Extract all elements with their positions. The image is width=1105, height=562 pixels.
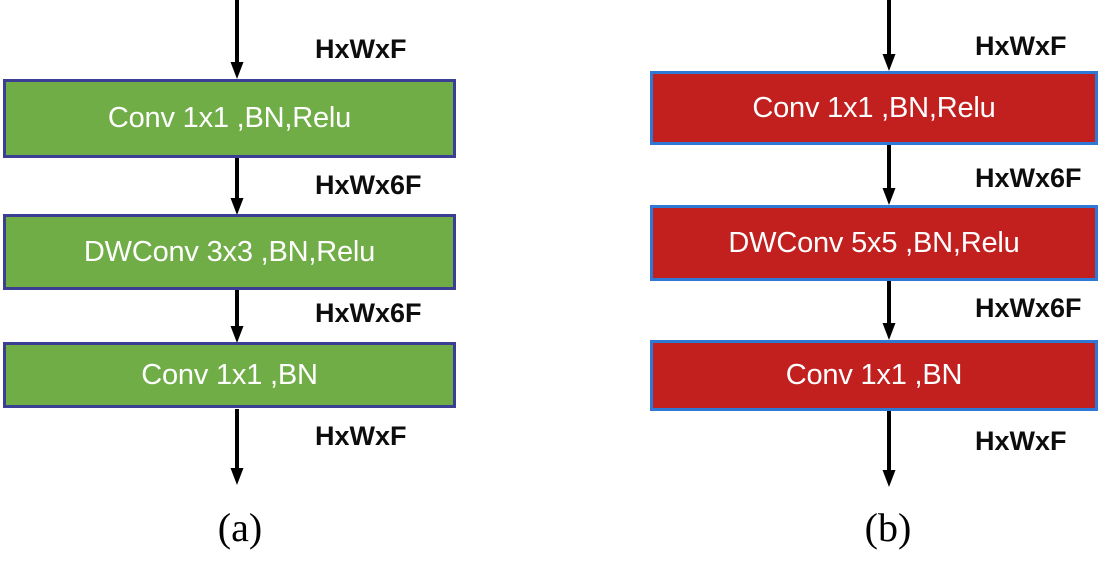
panel-b-arrow-in xyxy=(880,0,898,72)
panel-a-arrow-in xyxy=(228,0,246,80)
panel-b-arrow-1 xyxy=(880,145,898,206)
panel-a-caption: (a) xyxy=(217,505,263,550)
panel-b-block-conv1x1-bn-relu[interactable]: Conv 1x1 ,BN,Relu xyxy=(650,71,1098,145)
panel-a-block-dwconv3x3-bn-relu[interactable]: DWConv 3x3 ,BN,Relu xyxy=(3,214,456,290)
panel-a-block-0-label: Conv 1x1 ,BN,Relu xyxy=(107,102,352,134)
panel-a-block-2-label: Conv 1x1 ,BN xyxy=(141,358,318,391)
panel-a-edge-label-3: HxWxF xyxy=(315,421,407,451)
panel-b-block-conv1x1-bn[interactable]: Conv 1x1 ,BN xyxy=(650,340,1098,411)
panel-a-arrow-out xyxy=(228,409,246,486)
panel-b-edge-label-0: HxWxF xyxy=(975,31,1067,61)
panel-a-edge-label-1: HxWx6F xyxy=(315,170,422,200)
panel-a-block-conv1x1-bn-relu[interactable]: Conv 1x1 ,BN,Relu xyxy=(3,79,456,158)
panel-b-block-1-label: DWConv 5x5 ,BN,Relu xyxy=(728,226,1020,259)
panel-b-block-2-label: Conv 1x1 ,BN xyxy=(785,359,963,391)
panel-a-arrow-2 xyxy=(228,290,246,344)
panel-a-edge-label-0: HxWxF xyxy=(315,34,407,64)
panel-b-caption: (b) xyxy=(864,505,912,550)
panel-b-arrow-out xyxy=(880,411,898,488)
panel-b-block-0-label: Conv 1x1 ,BN,Relu xyxy=(752,91,996,124)
panel-a-block-conv1x1-bn[interactable]: Conv 1x1 ,BN xyxy=(3,342,456,408)
panel-a-block-1-label: DWConv 3x3 ,BN,Relu xyxy=(83,235,376,268)
panel-b-edge-label-3: HxWxF xyxy=(975,426,1067,456)
panel-b-edge-label-2: HxWx6F xyxy=(975,293,1082,323)
panel-a-edge-label-2: HxWx6F xyxy=(315,298,422,328)
panel-b-arrow-2 xyxy=(880,281,898,341)
panel-b-block-dwconv5x5-bn-relu[interactable]: DWConv 5x5 ,BN,Relu xyxy=(650,205,1098,281)
panel-a-arrow-1 xyxy=(228,158,246,216)
panel-b-edge-label-1: HxWx6F xyxy=(975,163,1082,193)
